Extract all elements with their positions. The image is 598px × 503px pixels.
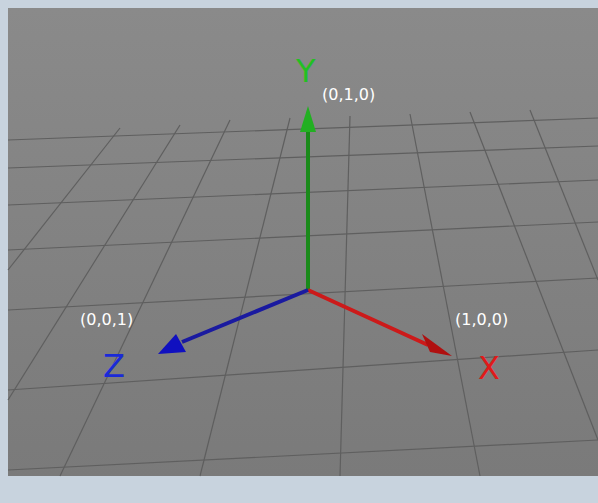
floor-grid (8, 110, 598, 476)
coordinate-label: (0,1,0) (322, 87, 375, 103)
floor-panel (8, 8, 598, 476)
y-axis (300, 106, 316, 290)
axis-letter: X (478, 352, 500, 384)
axis-letter: Z (103, 350, 125, 382)
z-axis (158, 290, 308, 354)
x-axis (308, 290, 452, 356)
axis-letter: Y (296, 55, 316, 87)
coordinate-label: (1,0,0) (455, 312, 508, 328)
coordinate-label: (0,0,1) (80, 312, 133, 328)
